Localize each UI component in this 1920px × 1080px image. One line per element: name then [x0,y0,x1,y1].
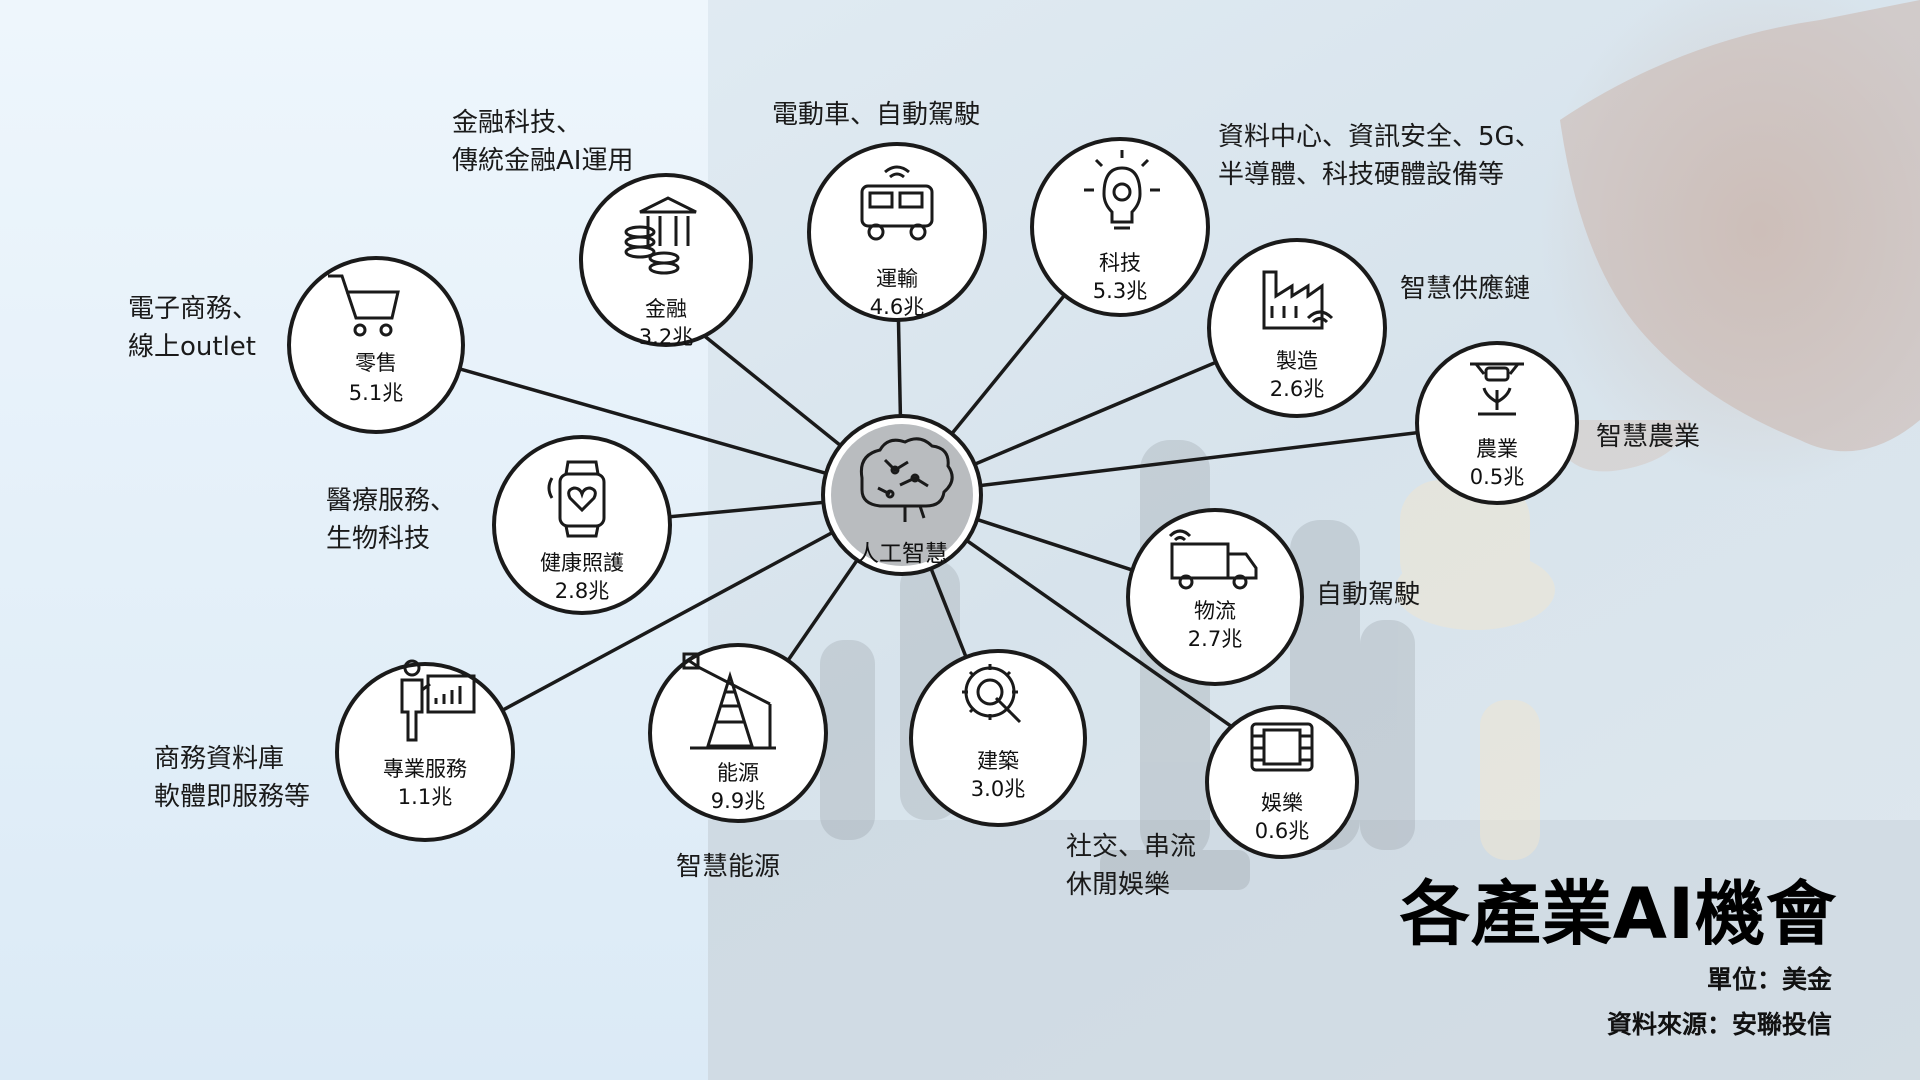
annotation-line: 電子商務、 [128,294,259,324]
oil-pump-icon [682,652,776,750]
node-transport: 運輸 4.6兆 [807,142,987,322]
delivery-truck-icon [1168,529,1258,590]
annotation-line: 半導體、科技硬體設備等 [1218,160,1505,190]
smart-factory-icon [1262,270,1334,330]
node-value: 5.3兆 [1093,279,1147,303]
connector-professional [424,493,903,754]
annotation-entertainment: 社交、串流 休閒娛樂 [1066,828,1196,904]
connected-vehicle-icon [860,165,934,241]
bank-coins-icon [624,196,697,275]
annotation-transport: 電動車、自動駕駛 [772,96,980,134]
annotation-line: 智慧供應鏈 [1400,274,1531,304]
node-name: 物流 [1194,599,1236,623]
hub-ai: 人工智慧 [821,414,983,576]
node-value: 0.5兆 [1470,465,1524,489]
connector-retail [375,343,903,497]
source-note: 資料來源：安聯投信 [1606,1010,1832,1039]
annotation-line: 智慧農業 [1596,422,1701,452]
film-strip-icon [1250,722,1314,772]
node-name: 零售 [355,351,397,375]
annotation-agriculture: 智慧農業 [1596,418,1700,456]
node-professional: 專業服務 1.1兆 [335,659,515,842]
node-retail: 零售 5.1兆 [287,256,465,434]
annotation-finance: 金融科技、 傳統金融AI運用 [452,104,633,180]
node-entertainment: 娛樂 0.6兆 [1205,705,1359,859]
annotation-manufacturing: 智慧供應鏈 [1400,270,1530,308]
hand-decoration [1540,0,1920,490]
node-energy: 能源 9.9兆 [648,643,828,823]
node-value: 0.6兆 [1255,819,1309,843]
node-name: 建築 [977,749,1019,773]
annotation-line: 智慧能源 [676,852,781,882]
node-value: 2.7兆 [1188,627,1242,651]
node-value: 3.2兆 [639,325,693,349]
node-tech: 科技 5.3兆 [1030,137,1210,317]
unit-note: 單位：美金 [1706,965,1832,994]
annotation-line: 傳統金融AI運用 [452,146,634,176]
annotation-line: 資料中心、資訊安全、5G、 [1218,122,1541,152]
presenter-chart-icon [400,659,476,742]
node-name: 專業服務 [383,757,467,781]
node-value: 1.1兆 [398,785,452,809]
node-name: 製造 [1276,349,1318,373]
node-name: 科技 [1099,251,1141,275]
annotation-line: 生物科技 [326,524,431,554]
page-title: 各產業AI機會 [1399,873,1837,955]
node-value: 5.1兆 [349,381,403,405]
node-name: 娛樂 [1261,791,1303,815]
node-value: 2.8兆 [555,579,609,603]
brain-circuit-icon [859,437,954,522]
node-name: 農業 [1476,437,1518,461]
annotation-retail: 電子商務、 線上outlet [128,290,258,366]
annotation-line: 社交、串流 [1066,832,1197,862]
node-value: 4.6兆 [870,295,924,319]
node-finance: 金融 3.2兆 [579,173,753,349]
node-agriculture: 農業 0.5兆 [1415,341,1579,505]
annotation-line: 電動車、自動駕駛 [772,100,981,130]
annotation-line: 醫療服務、 [326,486,457,516]
annotation-professional: 商務資料庫 軟體即服務等 [154,740,310,816]
node-name: 能源 [717,761,759,785]
node-name: 健康照護 [540,551,624,575]
node-name: 運輸 [876,267,918,291]
annotation-line: 休閒娛樂 [1066,870,1171,900]
hub-label: 人工智慧 [856,541,948,567]
annotation-logistics: 自動駕駛 [1316,576,1420,614]
gear-wrench-icon [962,664,1022,724]
annotation-tech: 資料中心、資訊安全、5G、 半導體、科技硬體設備等 [1218,118,1541,194]
node-value: 2.6兆 [1270,377,1324,401]
annotation-energy: 智慧能源 [676,848,780,886]
annotation-healthcare: 醫療服務、 生物科技 [326,482,456,558]
node-value: 3.0兆 [971,777,1025,801]
node-healthcare: 健康照護 2.8兆 [492,435,672,615]
annotation-line: 自動駕駛 [1316,580,1421,610]
annotation-line: 商務資料庫 [154,744,285,774]
white-chess-pieces-decoration [1395,480,1555,860]
annotation-line: 金融科技、 [452,108,583,138]
node-manufacturing: 製造 2.6兆 [1207,238,1387,418]
shopping-cart-icon [328,274,400,337]
connector-agriculture [901,421,1498,497]
lightbulb-gear-icon [1084,150,1160,230]
node-value: 9.9兆 [711,789,765,813]
node-name: 金融 [645,297,687,321]
node-logistics: 物流 2.7兆 [1126,508,1304,686]
drone-plant-icon [1470,362,1524,416]
smartwatch-heart-icon [547,460,606,538]
annotation-line: 軟體即服務等 [154,782,311,812]
annotation-line: 線上outlet [128,332,256,362]
node-construction: 建築 3.0兆 [909,649,1087,827]
